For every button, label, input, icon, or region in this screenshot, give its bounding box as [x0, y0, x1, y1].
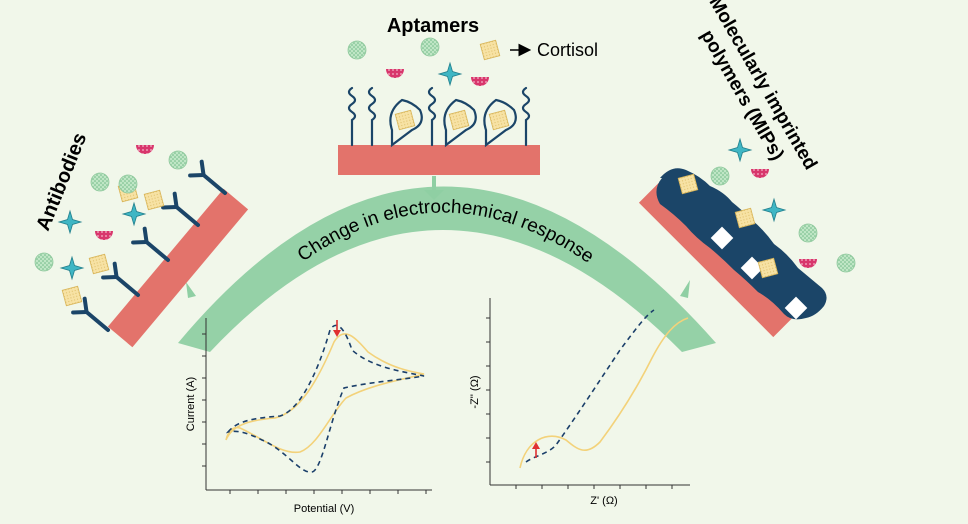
eis-y-label: -Z'' (Ω): [469, 375, 481, 408]
green-molecule: [836, 253, 856, 273]
antibodies-title: Antibodies: [32, 130, 91, 234]
cortisol-molecule: [143, 189, 165, 211]
star-molecule: [728, 138, 752, 162]
green-molecule: [347, 40, 367, 60]
star-molecule: [762, 198, 786, 222]
aptamer-sensor: [338, 86, 540, 175]
green-molecule: [168, 150, 188, 170]
aptamers-title: Aptamers: [387, 15, 479, 37]
cortisol-molecule: [88, 253, 110, 275]
aptamer-electrode: [338, 145, 540, 175]
green-molecule: [118, 174, 138, 194]
green-molecule: [90, 172, 110, 192]
star-molecule: [58, 210, 82, 234]
cv-solid-trace: [225, 333, 425, 454]
green-molecule: [798, 223, 818, 243]
green-molecule: [710, 166, 730, 186]
cortisol-molecule: [61, 285, 83, 307]
star-molecule: [122, 202, 146, 226]
green-molecule: [420, 37, 440, 57]
pink-molecule: [471, 77, 489, 86]
pink-molecule: [386, 69, 404, 78]
green-molecule: [34, 252, 54, 272]
cv-dashed-trace: [225, 324, 425, 473]
cv-plot: Potential (V) Current (A): [185, 318, 432, 515]
cv-x-label: Potential (V): [294, 503, 355, 515]
svg-text:Change in electrochemical resp: Change in electrochemical response: [294, 196, 598, 267]
antibody-sensor: [71, 159, 249, 348]
eis-plot: Z' (Ω) -Z'' (Ω): [469, 298, 690, 507]
eis-solid-trace: [519, 317, 689, 469]
star-molecule: [60, 256, 84, 280]
cortisol-molecule: [479, 39, 501, 61]
arc-arrow-right: [680, 280, 690, 298]
mip-polymer: [656, 168, 827, 320]
arc-arrow-top: [424, 176, 444, 200]
mip-sensor: [638, 168, 827, 338]
cv-y-label: Current (A): [185, 377, 197, 431]
antibody-electrode: [107, 188, 249, 348]
arc-label: Change in electrochemical response: [294, 196, 598, 267]
eis-dashed-trace: [525, 309, 655, 463]
arc-arrow-left: [186, 282, 196, 298]
eis-x-label: Z' (Ω): [590, 495, 617, 507]
pink-molecule: [95, 231, 113, 240]
pink-molecule: [751, 169, 769, 178]
star-molecule: [438, 62, 462, 86]
cortisol-label: Cortisol: [537, 40, 598, 60]
pink-molecule: [799, 259, 817, 268]
response-arc: [178, 186, 716, 352]
pink-molecule: [136, 145, 154, 154]
mip-electrode: [638, 182, 794, 338]
